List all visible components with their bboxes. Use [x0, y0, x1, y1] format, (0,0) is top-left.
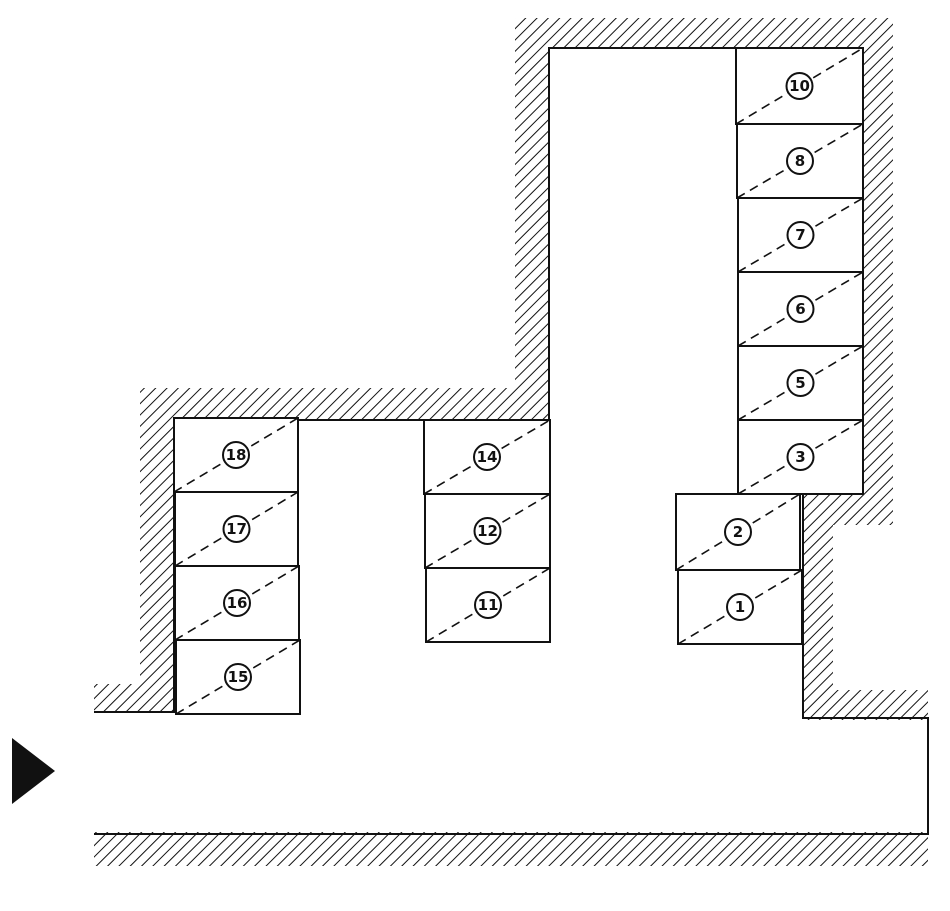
parking-space-number-circle — [786, 221, 815, 249]
parking-space-number: 11 — [478, 596, 499, 614]
parking-space-diagonal — [677, 569, 803, 645]
parking-space: 3 — [737, 419, 864, 495]
parking-space-number-circle — [473, 517, 502, 545]
parking-space-number: 5 — [795, 374, 805, 392]
parking-space: 8 — [736, 123, 864, 199]
parking-space: 15 — [175, 639, 301, 715]
wall-bottom — [94, 832, 928, 866]
parking-space-number-circle — [786, 369, 815, 397]
parking-space-number-circle — [726, 593, 754, 621]
parking-space-number: 15 — [228, 668, 249, 686]
parking-space: 18 — [173, 417, 299, 493]
parking-space: 12 — [424, 493, 551, 569]
parking-space-number-circle — [223, 589, 251, 617]
parking-space-diagonal — [424, 493, 551, 569]
parking-space-number-circle — [474, 591, 502, 619]
parking-space-diagonal — [737, 197, 864, 273]
parking-space-number: 12 — [477, 522, 498, 540]
parking-space: 17 — [174, 491, 299, 567]
parking-space-number-circle — [786, 443, 815, 471]
parking-space: 5 — [737, 345, 864, 421]
parking-space: 14 — [423, 419, 551, 495]
parking-space-number: 8 — [795, 152, 805, 170]
parking-space-number: 18 — [226, 446, 247, 464]
parking-space-number: 3 — [795, 448, 805, 466]
entrance-arrow-icon — [12, 738, 55, 804]
parking-space-number: 14 — [477, 448, 498, 466]
parking-space-number: 17 — [226, 520, 247, 538]
parking-space-number-circle — [473, 443, 501, 471]
parking-space-number: 6 — [795, 300, 805, 318]
parking-space-number-circle — [224, 663, 252, 691]
parking-space: 1 — [677, 569, 803, 645]
parking-space-diagonal — [423, 419, 551, 495]
parking-space: 11 — [425, 567, 551, 643]
parking-space-number-circle — [222, 441, 250, 469]
parking-space: 6 — [737, 271, 864, 347]
parking-space-number: 16 — [227, 594, 248, 612]
parking-space-diagonal — [737, 419, 864, 495]
parking-space-diagonal — [173, 417, 299, 493]
parking-space-number: 1 — [735, 598, 745, 616]
parking-space-number: 10 — [789, 77, 810, 95]
wall-right-lower — [800, 494, 928, 720]
parking-space-diagonal — [737, 271, 864, 347]
parking-space-number-circle — [786, 147, 814, 175]
parking-space-number: 2 — [733, 523, 743, 541]
parking-space-number-circle — [222, 515, 251, 543]
parking-space-diagonal — [735, 47, 864, 125]
parking-space: 16 — [174, 565, 300, 641]
parking-space-number-circle — [785, 72, 814, 100]
parking-space-number: 7 — [795, 226, 805, 244]
parking-space-number-circle — [786, 295, 815, 323]
parking-space-diagonal — [174, 565, 300, 641]
parking-space-number-circle — [724, 518, 752, 546]
parking-space: 7 — [737, 197, 864, 273]
parking-space: 2 — [675, 493, 801, 571]
hatched-walls — [94, 18, 928, 866]
parking-space-diagonal — [675, 493, 801, 571]
parking-space-diagonal — [174, 491, 299, 567]
parking-space-diagonal — [175, 639, 301, 715]
parking-space-diagonal — [736, 123, 864, 199]
parking-space-diagonal — [737, 345, 864, 421]
parking-space-diagonal — [425, 567, 551, 643]
parking-space: 10 — [735, 47, 864, 125]
